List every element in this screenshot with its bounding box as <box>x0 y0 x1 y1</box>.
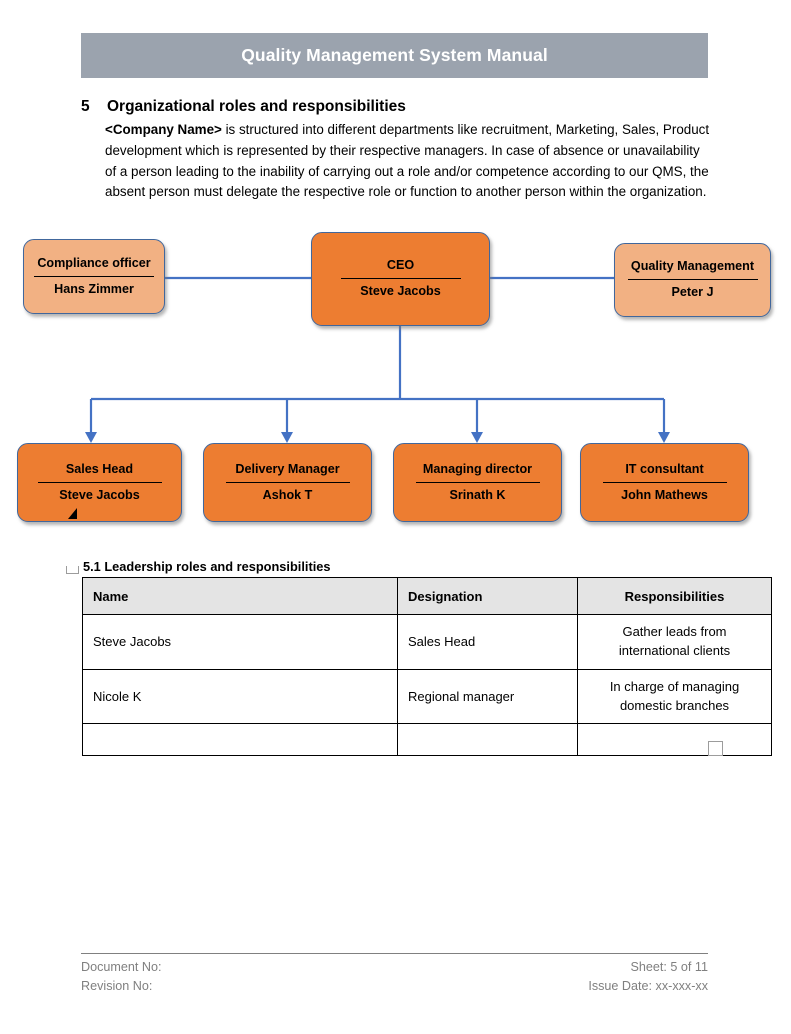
org-node-divider <box>34 275 154 277</box>
org-node-role: Quality Management <box>630 259 755 274</box>
table-move-handle[interactable] <box>66 566 79 574</box>
org-node-delivery-manager[interactable]: Delivery Manager Ashok T <box>203 443 372 522</box>
subsection-title: 5.1 Leadership roles and responsibilitie… <box>83 559 331 574</box>
footer-row-top: Document No: Sheet: 5 of 11 <box>81 958 708 977</box>
org-node-divider <box>225 481 350 483</box>
org-node-person: Peter J <box>671 285 714 299</box>
org-node-person: Ashok T <box>262 487 313 502</box>
org-node-role: Managing director <box>422 461 533 476</box>
arrowhead-delivery <box>281 432 293 443</box>
org-node-person: John Mathews <box>621 487 708 502</box>
column-header-name: Name <box>82 577 398 615</box>
cursor-marker-icon <box>68 508 77 519</box>
arrowhead-sales <box>85 432 97 443</box>
arrowhead-it <box>658 432 670 443</box>
company-name-placeholder: <Company Name> <box>105 122 222 137</box>
cell-responsibilities[interactable] <box>577 723 772 757</box>
cell-name[interactable]: Nicole K <box>82 668 398 725</box>
org-node-person: Steve Jacobs <box>360 284 441 298</box>
footer-issue-date: Issue Date: xx-xxx-xx <box>588 979 708 993</box>
cell-designation[interactable]: Regional manager <box>397 668 578 725</box>
table-header-row: Name Designation Responsibilities <box>82 577 772 615</box>
footer-document-no: Document No: <box>81 960 162 974</box>
org-node-person: Hans Zimmer <box>54 281 134 296</box>
section-paragraph: <Company Name> is structured into differ… <box>105 120 710 203</box>
footer-sheet: Sheet: 5 of 11 <box>630 960 709 974</box>
footer-revision-no: Revision No: <box>81 979 153 993</box>
cell-responsibilities[interactable]: In charge of managing domestic branches <box>577 668 772 725</box>
org-node-role: CEO <box>386 258 415 273</box>
document-header-bar: Quality Management System Manual <box>81 33 708 78</box>
footer-divider <box>81 953 708 954</box>
org-node-role: Sales Head <box>65 461 134 476</box>
column-header-designation: Designation <box>397 577 578 615</box>
cell-name[interactable] <box>82 723 398 757</box>
org-node-managing-director[interactable]: Managing director Srinath K <box>393 443 562 522</box>
org-node-ceo[interactable]: CEO Steve Jacobs <box>311 232 490 326</box>
org-node-divider <box>602 481 727 483</box>
org-node-divider <box>340 278 461 279</box>
org-node-role: IT consultant <box>625 461 704 476</box>
footer-row-bottom: Revision No: Issue Date: xx-xxx-xx <box>81 977 708 996</box>
section-title: Organizational roles and responsibilitie… <box>107 98 406 115</box>
leadership-roles-table: Name Designation Responsibilities Steve … <box>82 577 772 757</box>
org-node-it-consultant[interactable]: IT consultant John Mathews <box>580 443 749 522</box>
cell-name[interactable]: Steve Jacobs <box>82 614 398 670</box>
section-number: 5 <box>81 98 90 115</box>
document-footer: Document No: Sheet: 5 of 11 Revision No:… <box>81 958 708 996</box>
cell-designation[interactable] <box>397 723 578 757</box>
org-node-role: Compliance officer <box>37 255 151 270</box>
org-node-role: Delivery Manager <box>235 461 340 476</box>
table-row[interactable]: Steve Jacobs Sales Head Gather leads fro… <box>82 614 772 670</box>
paragraph-text: is structured into different departments… <box>105 122 710 200</box>
org-node-sales-head[interactable]: Sales Head Steve Jacobs <box>17 443 182 522</box>
document-title: Quality Management System Manual <box>241 45 548 65</box>
column-header-responsibilities: Responsibilities <box>577 577 772 615</box>
org-node-person: Steve Jacobs <box>59 487 140 502</box>
org-node-person: Srinath K <box>449 487 506 502</box>
cell-designation[interactable]: Sales Head <box>397 614 578 670</box>
table-row[interactable]: Nicole K Regional manager In charge of m… <box>82 668 772 725</box>
table-resize-handle[interactable] <box>708 741 723 756</box>
section-heading: 5 Organizational roles and responsibilit… <box>81 98 711 116</box>
table-row[interactable] <box>82 723 772 757</box>
org-node-divider <box>415 481 540 483</box>
cell-responsibilities[interactable]: Gather leads from international clients <box>577 614 772 670</box>
org-node-compliance-officer[interactable]: Compliance officer Hans Zimmer <box>23 239 165 314</box>
org-node-divider <box>627 279 758 280</box>
arrowhead-managing <box>471 432 483 443</box>
org-node-quality-management[interactable]: Quality Management Peter J <box>614 243 771 317</box>
org-node-divider <box>37 481 162 483</box>
